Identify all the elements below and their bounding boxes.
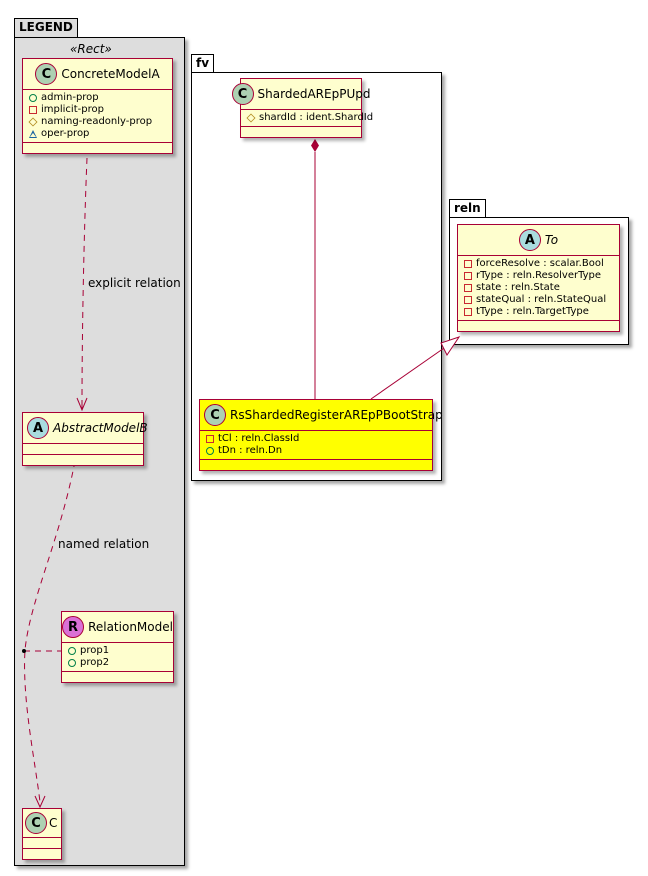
methods-section bbox=[23, 454, 143, 465]
private-visibility-icon bbox=[464, 260, 472, 268]
attribute-row: prop2 bbox=[68, 657, 167, 669]
named-relation-arrowhead bbox=[34, 795, 46, 809]
attribute-text: tCl : reln.ClassId bbox=[218, 433, 300, 444]
legend-stereotype: «Rect» bbox=[70, 42, 112, 56]
attribute-row: forceResolve : scalar.Bool bbox=[464, 258, 613, 270]
public-visibility-icon bbox=[68, 647, 76, 655]
private-visibility-icon bbox=[206, 435, 214, 443]
methods-section bbox=[62, 671, 173, 682]
attribute-text: stateQual : reln.StateQual bbox=[476, 294, 607, 305]
attribute-text: tType : reln.TargetType bbox=[476, 306, 589, 317]
class-c-icon: C bbox=[35, 63, 58, 85]
protected-visibility-icon bbox=[28, 117, 38, 127]
class-c-icon: C bbox=[204, 404, 226, 426]
relation-r-icon: R bbox=[62, 616, 85, 638]
methods-section bbox=[458, 320, 619, 331]
private-visibility-icon bbox=[464, 296, 472, 304]
class-concrete-model-a[interactable]: C ConcreteModelA admin-prop implicit-pro… bbox=[22, 58, 173, 154]
inheritance-triangle-icon bbox=[440, 336, 461, 356]
public-visibility-icon bbox=[206, 447, 214, 455]
methods-section bbox=[23, 142, 172, 153]
attribute-text: rType : reln.ResolverType bbox=[476, 270, 602, 281]
abstract-class-a-icon: A bbox=[27, 417, 49, 439]
class-c-icon: C bbox=[231, 83, 254, 105]
class-name: C bbox=[49, 816, 58, 830]
attributes-section bbox=[23, 837, 61, 848]
protected-visibility-icon bbox=[246, 113, 256, 123]
attribute-row: tCl : reln.ClassId bbox=[206, 433, 426, 445]
methods-section bbox=[200, 459, 432, 470]
class-name: AbstractModelB bbox=[53, 421, 148, 435]
attribute-row: naming-readonly-prop bbox=[28, 116, 166, 128]
attribute-row: tDn : reln.Dn bbox=[206, 445, 426, 457]
explicit-relation-arrowhead bbox=[76, 397, 88, 412]
attribute-text: oper-prop bbox=[41, 128, 90, 139]
class-to[interactable]: A To forceResolve : scalar.Bool rType : … bbox=[457, 224, 620, 332]
attribute-text: state : reln.State bbox=[476, 282, 560, 293]
explicit-relation-edge bbox=[81, 157, 88, 406]
class-rs-sharded-register-areppbootstrap[interactable]: C RsShardedRegisterAREpPBootStrap tCl : … bbox=[199, 399, 443, 471]
attributes-section: forceResolve : scalar.Bool rType : reln.… bbox=[458, 255, 619, 320]
attributes-section: shardId : ident.ShardId bbox=[241, 109, 373, 126]
attribute-text: admin-prop bbox=[41, 92, 99, 103]
private-visibility-icon bbox=[29, 106, 37, 114]
attribute-text: naming-readonly-prop bbox=[41, 116, 153, 127]
attribute-text: shardId : ident.ShardId bbox=[259, 112, 374, 123]
attributes-section: tCl : reln.ClassId tDn : reln.Dn bbox=[200, 430, 432, 459]
attribute-row: rType : reln.ResolverType bbox=[464, 270, 613, 282]
legend-package-tab: LEGEND bbox=[14, 18, 78, 38]
fv-package-tab: fv bbox=[191, 54, 215, 74]
methods-section bbox=[23, 848, 61, 859]
attributes-section: admin-prop implicit-prop naming-readonly… bbox=[23, 89, 172, 142]
named-relation-label: named relation bbox=[58, 537, 150, 551]
reln-package-tab: reln bbox=[449, 199, 486, 219]
public-visibility-icon bbox=[68, 659, 76, 667]
attribute-text: prop1 bbox=[80, 645, 110, 656]
methods-section bbox=[241, 126, 361, 137]
attribute-row: implicit-prop bbox=[29, 104, 166, 116]
attribute-row: stateQual : reln.StateQual bbox=[464, 294, 613, 306]
public-visibility-icon bbox=[29, 94, 37, 102]
attribute-row: tType : reln.TargetType bbox=[464, 306, 613, 318]
explicit-relation-label: explicit relation bbox=[88, 276, 181, 290]
class-name: ConcreteModelA bbox=[61, 67, 160, 81]
class-relation-model[interactable]: R RelationModel prop1 prop2 bbox=[61, 611, 174, 683]
abstract-class-a-icon: A bbox=[518, 229, 541, 251]
named-relation-edge bbox=[24, 460, 76, 803]
attribute-row: oper-prop bbox=[29, 128, 166, 140]
class-name: RsShardedRegisterAREpPBootStrap bbox=[230, 408, 443, 422]
class-sharded-areppupd[interactable]: C ShardedAREpPUpd shardId : ident.ShardI… bbox=[231, 78, 373, 138]
attribute-row: state : reln.State bbox=[464, 282, 613, 294]
class-name: RelationModel bbox=[88, 620, 173, 634]
attribute-row: shardId : ident.ShardId bbox=[246, 112, 373, 124]
class-abstract-model-b[interactable]: A AbstractModelB bbox=[22, 412, 148, 466]
attribute-text: prop2 bbox=[80, 657, 110, 668]
attribute-text: tDn : reln.Dn bbox=[218, 445, 283, 456]
class-name: To bbox=[544, 233, 559, 247]
attribute-text: implicit-prop bbox=[41, 104, 104, 115]
private-visibility-icon bbox=[464, 308, 472, 316]
private-visibility-icon bbox=[464, 284, 472, 292]
package-visibility-icon bbox=[29, 130, 37, 138]
composition-diamond-icon bbox=[311, 139, 319, 152]
private-visibility-icon bbox=[464, 272, 472, 280]
class-c[interactable]: C C bbox=[22, 808, 62, 860]
relation-junction-dot bbox=[22, 649, 26, 653]
attribute-row: prop1 bbox=[68, 645, 167, 657]
attributes-section: prop1 prop2 bbox=[62, 642, 173, 671]
attribute-row: admin-prop bbox=[29, 92, 166, 104]
attributes-section bbox=[23, 443, 143, 454]
attribute-text: forceResolve : scalar.Bool bbox=[476, 258, 604, 269]
inheritance-edge bbox=[370, 345, 448, 400]
class-c-icon: C bbox=[25, 812, 47, 834]
class-name: ShardedAREpPUpd bbox=[257, 87, 371, 101]
